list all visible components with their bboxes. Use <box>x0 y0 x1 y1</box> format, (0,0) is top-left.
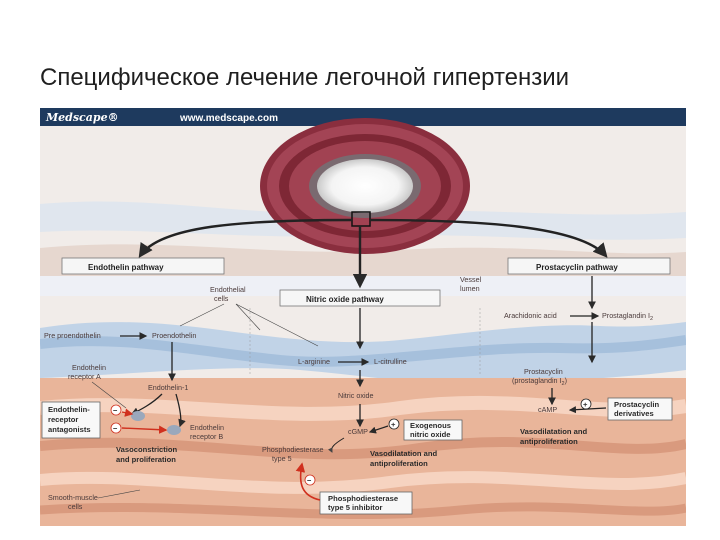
endothelium-layer <box>40 322 686 385</box>
cgmp-label: cGMP <box>348 427 368 436</box>
camp-label: cAMP <box>538 405 557 414</box>
antagonist-minus-b <box>110 422 122 434</box>
header-bar <box>40 108 686 126</box>
slide-title: Специфическое лечение легочной гипертенз… <box>40 64 570 91</box>
svg-text:−: − <box>113 406 118 415</box>
l-citrulline-label: L-citrulline <box>374 357 407 366</box>
pulmonary-hypertension-diagram: Medscape® www.medscape.com Endothelin pa… <box>40 108 686 526</box>
vessel-lumen-area <box>317 159 413 213</box>
receptor-b-shape <box>167 425 181 435</box>
nitric-oxide-pathway-label: Nitric oxide pathway <box>306 295 384 304</box>
l-arginine-label: L-arginine <box>298 357 330 366</box>
nitric-oxide-label: Nitric oxide <box>338 391 374 400</box>
pde5-inhibitor-minus <box>304 474 316 486</box>
antagonist-minus-a <box>110 404 122 416</box>
svg-text:+: + <box>583 400 588 409</box>
arachidonic-acid-label: Arachidonic acid <box>504 311 557 320</box>
prostaglandin-label: Prostaglandin I2 <box>602 311 653 322</box>
nitric-oxide-pathway-box: Nitric oxide pathway <box>279 289 441 307</box>
prostacyclin-pathway-box: Prostacyclin pathway <box>507 257 671 275</box>
exogenous-no-plus <box>388 418 400 430</box>
svg-text:−: − <box>113 424 118 433</box>
svg-text:+: + <box>391 420 396 429</box>
header-url: www.medscape.com <box>179 113 278 124</box>
medscape-logo: Medscape® <box>45 111 119 124</box>
receptor-a-shape <box>131 411 145 421</box>
endothelin-pathway-label: Endothelin pathway <box>88 263 164 272</box>
endothelin-pathway-box: Endothelin pathway <box>61 257 225 275</box>
prostacyclin-pathway-label: Prostacyclin pathway <box>536 263 618 272</box>
vessel-cross-section-image <box>260 118 470 254</box>
prostacyclin-label: Prostacyclin(prostaglandin I2) <box>512 367 567 387</box>
endothelin-1-label: Endothelin-1 <box>148 383 188 392</box>
pre-proendothelin-label: Pre proendothelin <box>44 331 101 340</box>
svg-text:−: − <box>307 476 312 485</box>
proendothelin-label: Proendothelin <box>152 331 196 340</box>
